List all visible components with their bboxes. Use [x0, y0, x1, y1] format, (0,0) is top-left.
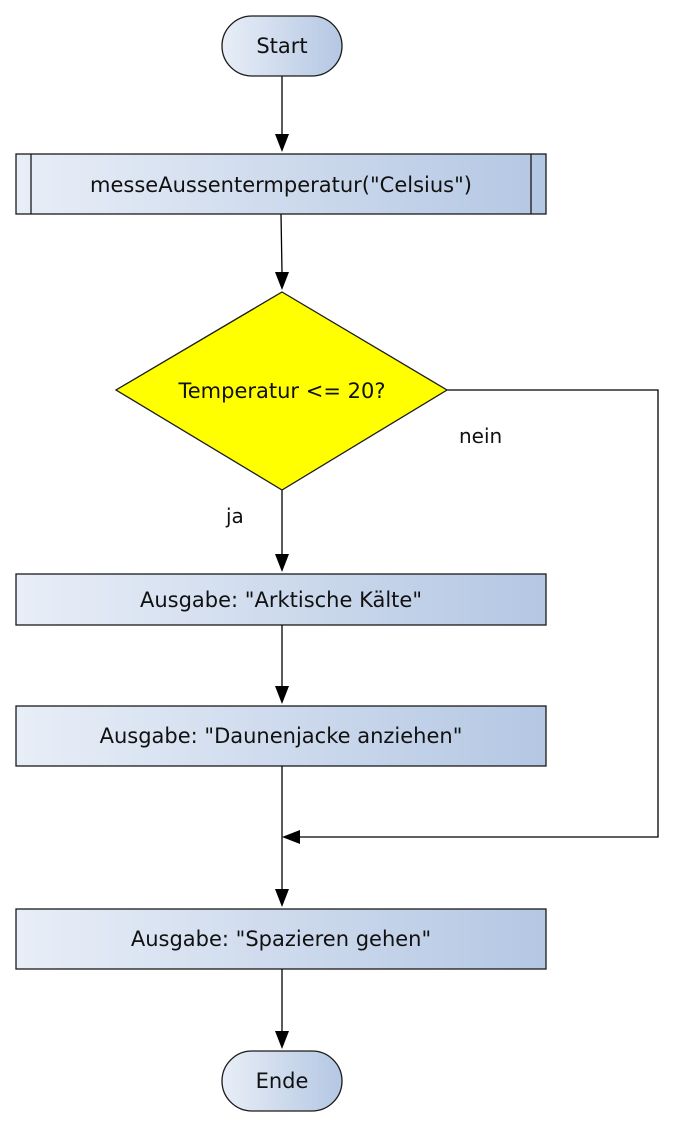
start-terminator-shape	[221, 15, 343, 77]
node-end: Ende	[221, 1050, 343, 1112]
arrowhead-measure	[275, 134, 289, 152]
arrowhead-merge	[282, 830, 300, 844]
end-label: Ende	[256, 1069, 309, 1093]
out-walk-label: Ausgabe: "Spazieren gehen"	[131, 927, 431, 951]
measure-subroutine-shape	[15, 153, 547, 215]
out-cold-label: Ausgabe: "Arktische Kälte"	[140, 588, 422, 612]
out-jacket-label: Ausgabe: "Daunenjacke anziehen"	[100, 724, 463, 748]
edge-no	[300, 389, 659, 838]
arrowhead-out-cold	[275, 554, 289, 572]
end-terminator-shape	[221, 1050, 343, 1112]
edge-label-yes: ja	[225, 504, 244, 528]
arrowhead-end	[275, 1031, 289, 1049]
arrowhead-out-jacket	[275, 686, 289, 704]
decision-diamond-shape	[114, 291, 449, 491]
out-walk-process-shape	[15, 908, 547, 970]
node-decision: Temperatur <= 20?	[114, 291, 449, 491]
connectors	[275, 76, 659, 1049]
node-out-cold: Ausgabe: "Arktische Kälte"	[15, 573, 547, 626]
node-start: Start	[221, 15, 343, 77]
edge-measure-to-decision	[280, 213, 283, 273]
arrowhead-decision	[275, 272, 289, 290]
node-out-jacket: Ausgabe: "Daunenjacke anziehen"	[15, 705, 547, 767]
measure-label: messeAussentermperatur("Celsius")	[90, 173, 472, 197]
node-out-walk: Ausgabe: "Spazieren gehen"	[15, 908, 547, 970]
arrowhead-out-walk	[275, 889, 289, 907]
node-measure: messeAussentermperatur("Celsius")	[15, 153, 547, 215]
start-label: Start	[256, 34, 307, 58]
decision-label: Temperatur <= 20?	[178, 379, 386, 403]
out-jacket-process-shape	[15, 705, 547, 767]
out-cold-process-shape	[15, 573, 547, 626]
edge-label-no: nein	[459, 424, 502, 448]
